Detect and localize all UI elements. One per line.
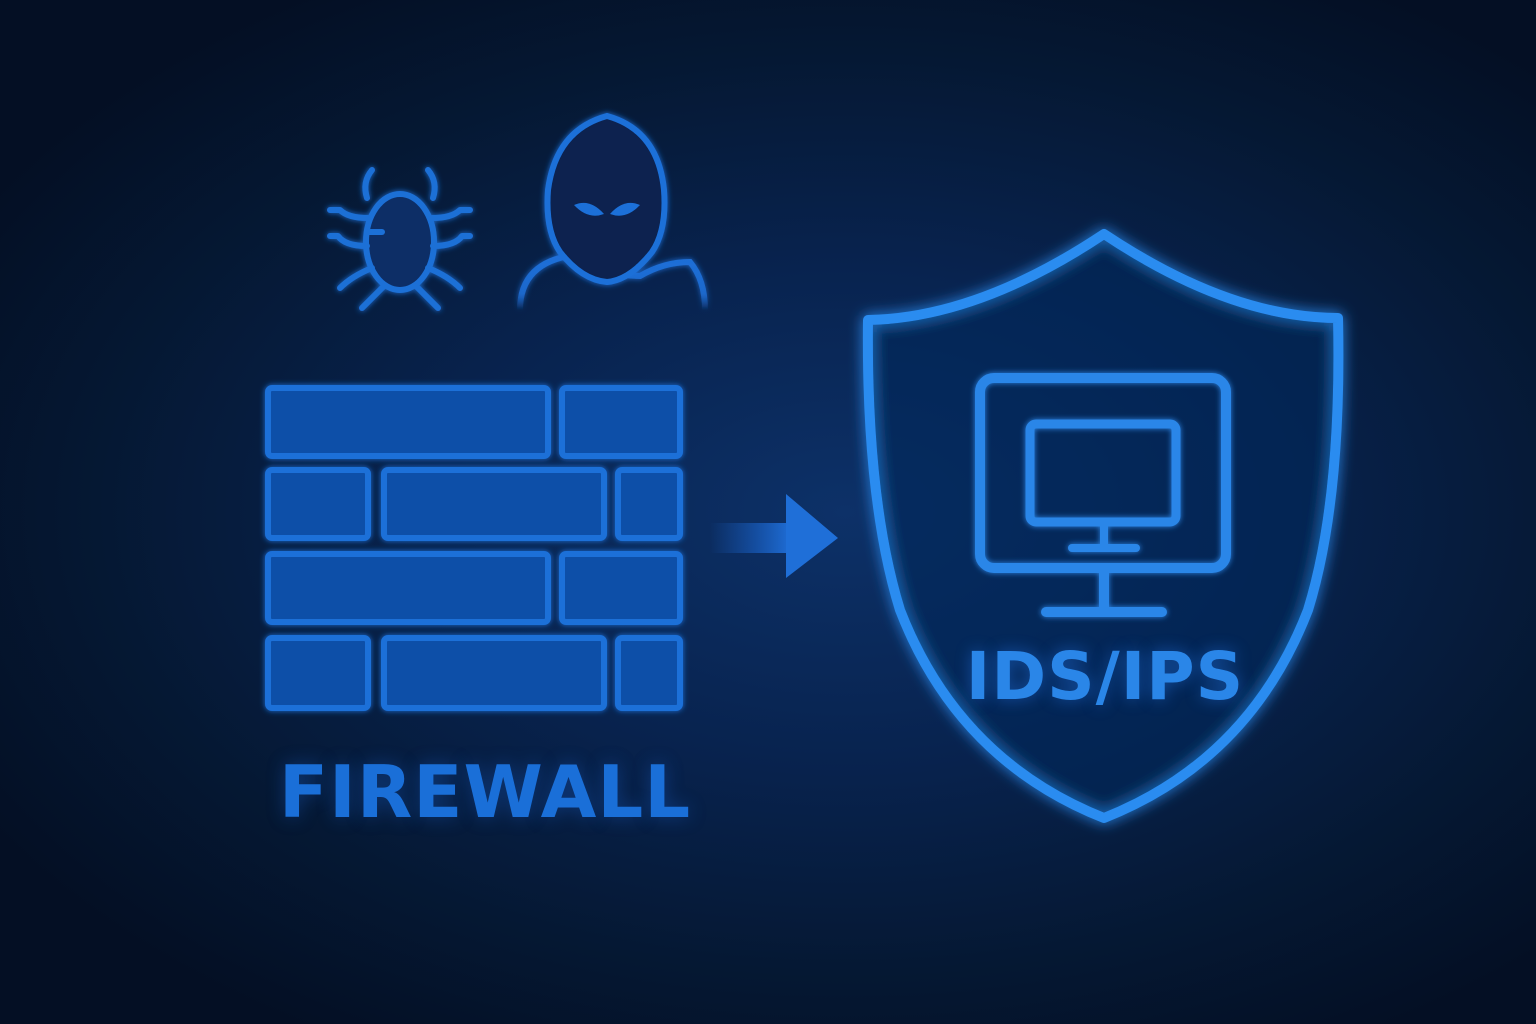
brick (265, 385, 551, 459)
ids-ips-label: IDS/IPS (965, 638, 1245, 715)
hacker-icon (517, 112, 708, 313)
brick (265, 635, 371, 711)
firewall-label: FIREWALL (278, 750, 692, 834)
brick (615, 635, 683, 711)
arrow-right-icon (710, 494, 838, 578)
monitor-icon (975, 373, 1231, 617)
brick-wall-icon (265, 385, 683, 711)
brick (265, 467, 371, 541)
brick (381, 635, 607, 711)
brick (559, 551, 683, 625)
brick (559, 385, 683, 459)
bug-icon (327, 167, 473, 311)
brick (265, 551, 551, 625)
brick (381, 467, 607, 541)
brick (615, 467, 683, 541)
